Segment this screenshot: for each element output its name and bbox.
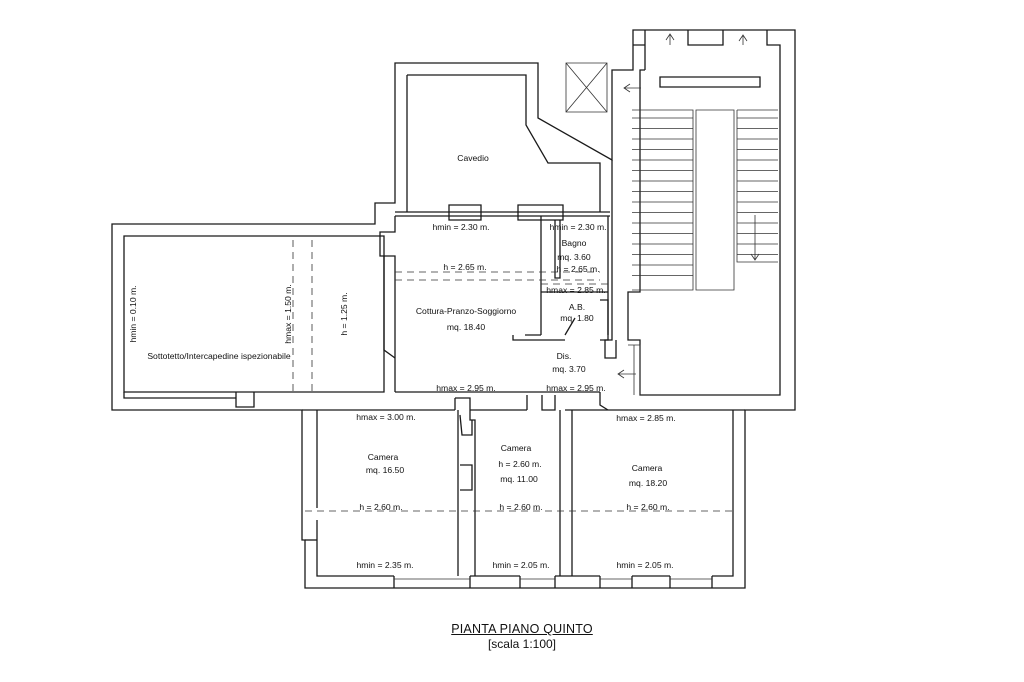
label-ab: A.B. <box>569 302 585 312</box>
label-camera-1: Camera <box>368 452 399 462</box>
label-hmax-285-b: hmax = 2.85 m. <box>616 413 675 423</box>
label-ab-area: mq. 1.80 <box>560 313 594 323</box>
label-h-260-a: h = 2.60 m. <box>359 502 402 512</box>
label-h-260-b: h = 2.60 m. <box>499 502 542 512</box>
drawing-scale: [scala 1:100] <box>487 637 557 651</box>
label-hmin-205-b: hmin = 2.05 m. <box>616 560 673 570</box>
drawing-title: PIANTA PIANO QUINTO <box>451 622 593 636</box>
label-h-260-c: h = 2.60 m. <box>626 502 669 512</box>
label-sottotetto: Sottotetto/Intercapedine ispezionabile <box>147 351 291 361</box>
outer-walls <box>111 29 796 589</box>
label-camera-2-area: mq. 11.00 <box>500 474 538 484</box>
label-soggiorno: Cottura-Pranzo-Soggiorno <box>416 306 517 316</box>
label-hmin-205-a: hmin = 2.05 m. <box>492 560 549 570</box>
label-hmin-230-a: hmin = 2.30 m. <box>432 222 489 232</box>
label-hmax-150: hmax = 1.50 m. <box>283 284 293 343</box>
label-h-125: h = 1.25 m. <box>339 292 349 335</box>
label-dis-area: mq. 3.70 <box>552 364 586 374</box>
label-camera-1-area: mq. 16.50 <box>366 465 404 475</box>
label-camera-3: Camera <box>632 463 663 473</box>
label-soggiorno-area: mq. 18.40 <box>447 322 485 332</box>
room-labels: Cavedio hmin = 2.30 m. hmin = 2.30 m. Ba… <box>128 153 676 570</box>
label-h-265-a: h = 2.65 m. <box>443 262 486 272</box>
label-bagno-area: mq. 3.60 <box>557 252 591 262</box>
label-bagno: Bagno <box>562 238 587 248</box>
height-lines <box>292 240 733 512</box>
label-hmax-285-a: hmax = 2.85 m. <box>546 285 605 295</box>
interior-walls <box>302 160 745 576</box>
label-hmin-010: hmin = 0.10 m. <box>128 285 138 342</box>
label-camera-2: Camera <box>501 443 532 453</box>
label-hmax-295-b: hmax = 2.95 m. <box>546 383 605 393</box>
label-hmin-230-b: hmin = 2.30 m. <box>549 222 606 232</box>
label-cavedio: Cavedio <box>457 153 489 163</box>
stair-block <box>565 30 781 396</box>
label-hmax-300: hmax = 3.00 m. <box>356 412 415 422</box>
label-hmax-295-a: hmax = 2.95 m. <box>436 383 495 393</box>
label-hmin-235: hmin = 2.35 m. <box>356 560 413 570</box>
label-camera-2-h: h = 2.60 m. <box>498 459 541 469</box>
label-h-265-b: h = 2.65 m. <box>556 264 599 274</box>
label-dis: Dis. <box>557 351 572 361</box>
label-camera-3-area: mq. 18.20 <box>629 478 667 488</box>
title-block: PIANTA PIANO QUINTO [scala 1:100] <box>400 622 644 651</box>
